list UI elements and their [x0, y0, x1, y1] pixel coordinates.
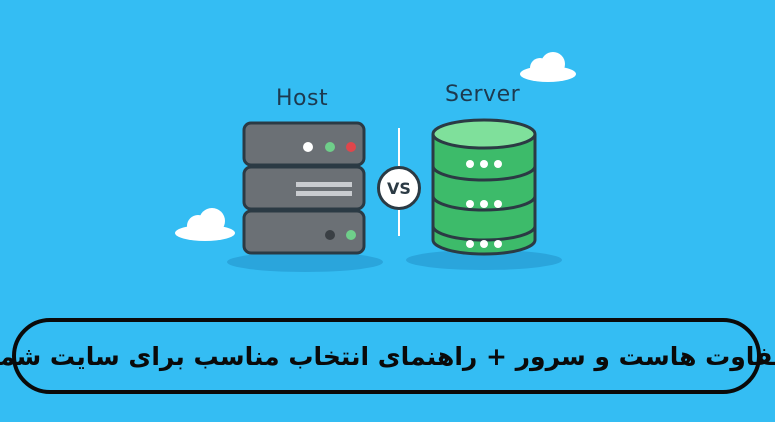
- host-rack-details: [296, 142, 356, 240]
- page-title: تفاوت هاست و سرور + راهنمای انتخاب مناسب…: [0, 341, 775, 371]
- server-label: Server: [445, 82, 521, 107]
- host-led-green-2: [346, 230, 356, 240]
- host-led-white: [303, 142, 313, 152]
- host-led-green: [325, 142, 335, 152]
- host-led-red: [346, 142, 356, 152]
- host-server-rack-icon: [242, 121, 366, 255]
- vs-badge: VS: [377, 166, 421, 210]
- host-label: Host: [276, 86, 329, 111]
- cloud-icon-top-right: [520, 52, 576, 82]
- title-banner: تفاوت هاست و سرور + راهنمای انتخاب مناسب…: [0, 318, 775, 394]
- host-slot-1: [296, 182, 352, 187]
- server-dots: [466, 160, 502, 248]
- host-shadow: [227, 252, 383, 272]
- database-server-icon: [431, 118, 537, 256]
- host-slot-2: [296, 191, 352, 196]
- server-shadow: [406, 250, 562, 270]
- host-led-dark: [325, 230, 335, 240]
- cloud-icon-left: [175, 208, 235, 241]
